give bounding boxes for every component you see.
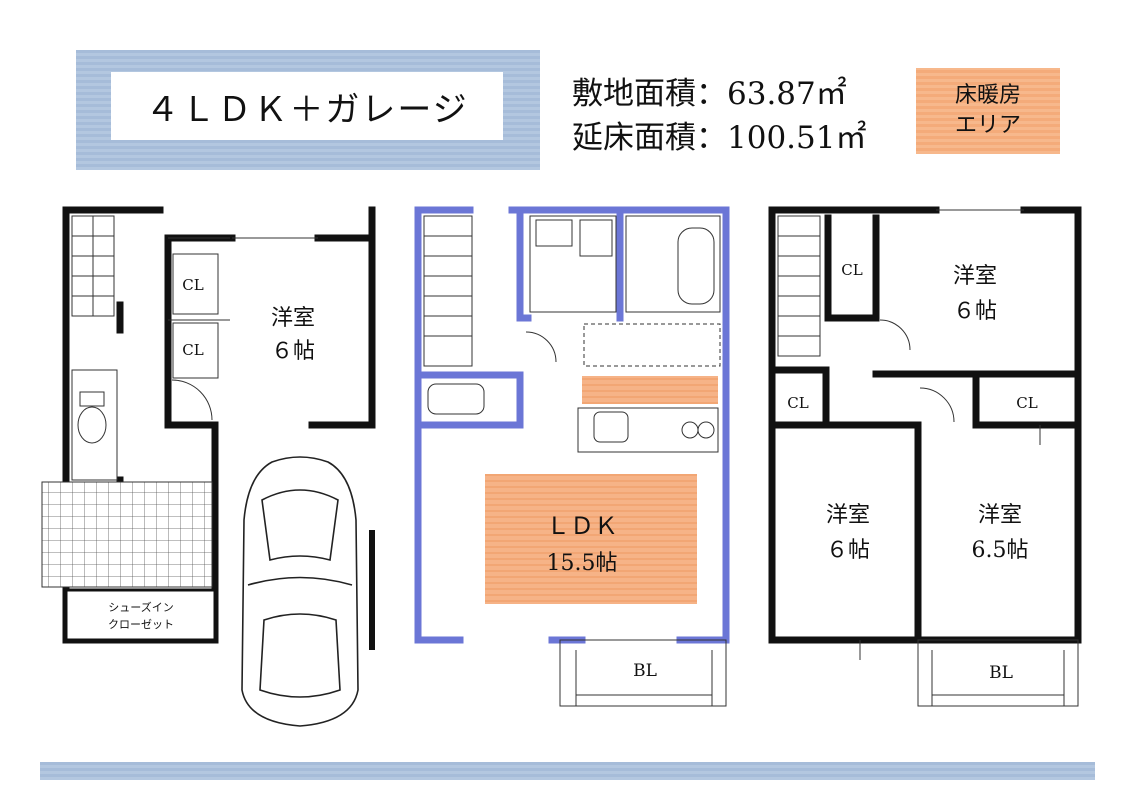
ldk-label: ＬＤＫ: [546, 512, 618, 540]
f1-cl-label-1: CL: [182, 276, 203, 294]
floor-2-plan: ＬＤＫ 15.5帖 BL: [414, 206, 730, 707]
shoe-closet-label-1: シューズイン: [108, 600, 173, 614]
f1-room-name: 洋室: [271, 306, 315, 331]
f3-balcony-label: BL: [989, 663, 1013, 683]
f3-room-b-size: ６帖: [826, 538, 870, 563]
f1-cl-label-2: CL: [182, 341, 203, 359]
f3-room-c-size: 6.5帖: [972, 538, 1029, 563]
car-icon: [241, 456, 359, 727]
f1-room-size: ６帖: [271, 339, 315, 364]
ldk-size: 15.5帖: [547, 551, 618, 576]
floor-heating-legend: 床暖房 エリア: [916, 68, 1060, 154]
shoe-closet-label-2: クローゼット: [108, 618, 174, 631]
f3-room-c-name: 洋室: [978, 503, 1022, 528]
genkan-tiles: [41, 481, 213, 588]
kitchen-floor-heating: [582, 376, 718, 404]
floor-1-plan: CL CL 洋室 ６帖 シューズイン クローゼット: [41, 206, 376, 644]
floor-area: 延床面積：100.51㎡: [572, 120, 867, 156]
legend-line-2: エリア: [954, 113, 1021, 138]
ldk-floor-heating: [485, 474, 697, 604]
f3-cl-a: CL: [841, 261, 862, 279]
f3-cl-b: CL: [787, 394, 808, 412]
legend-line-1: 床暖房: [954, 83, 1021, 109]
shoe-closet: [64, 588, 217, 642]
f3-room-b-name: 洋室: [826, 503, 870, 528]
floor-3-plan: 洋室 ６帖 CL CL CL 洋室 ６帖 洋室 6.5帖 BL: [768, 206, 1082, 707]
bottom-banner: [40, 762, 1095, 780]
f3-room-a-size: ６帖: [953, 299, 997, 324]
f2-balcony-label: BL: [633, 661, 657, 681]
plan-title: ４ＬＤＫ＋ガレージ: [111, 72, 503, 140]
f3-cl-c: CL: [1016, 394, 1037, 412]
f3-room-a-name: 洋室: [953, 264, 997, 289]
site-area: 敷地面積：63.87㎡: [572, 76, 847, 112]
